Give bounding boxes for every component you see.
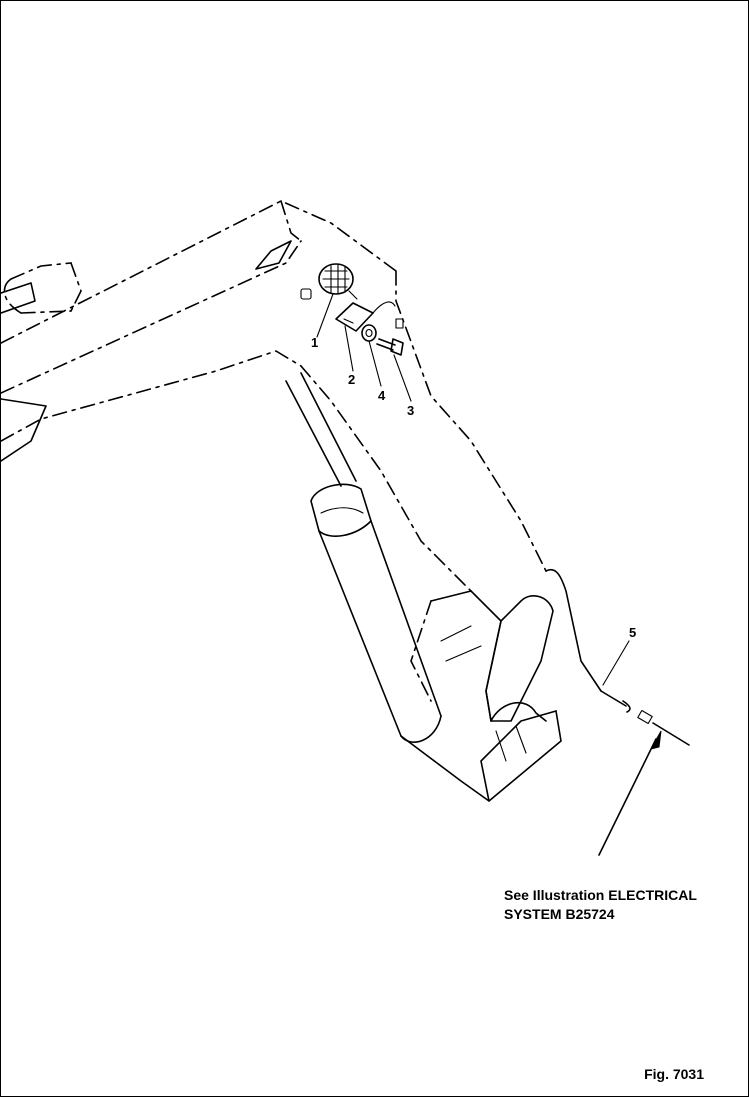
boom-cylinder [285, 372, 442, 743]
leader-lines [316, 293, 630, 686]
work-lamp-part [300, 263, 358, 300]
washer-part [361, 324, 377, 342]
bolt-part [376, 338, 404, 356]
boom-outline [1, 200, 547, 592]
harness-connector [598, 690, 690, 856]
reference-note-line-2: SYSTEM B25724 [504, 906, 615, 922]
figure-label: Fig. 7031 [644, 1066, 704, 1082]
callout-3: 3 [407, 403, 414, 418]
callout-1: 1 [311, 335, 318, 350]
boom-foot [400, 569, 602, 802]
callout-2: 2 [348, 372, 355, 387]
lamp-bracket-part [335, 301, 404, 332]
callout-4: 4 [378, 388, 386, 403]
callout-5: 5 [629, 625, 636, 640]
reference-note-line-1: See Illustration ELECTRICAL [504, 887, 697, 903]
arm-cylinder [1, 262, 82, 314]
reference-note: See Illustration ELECTRICAL SYSTEM B2572… [504, 886, 697, 924]
